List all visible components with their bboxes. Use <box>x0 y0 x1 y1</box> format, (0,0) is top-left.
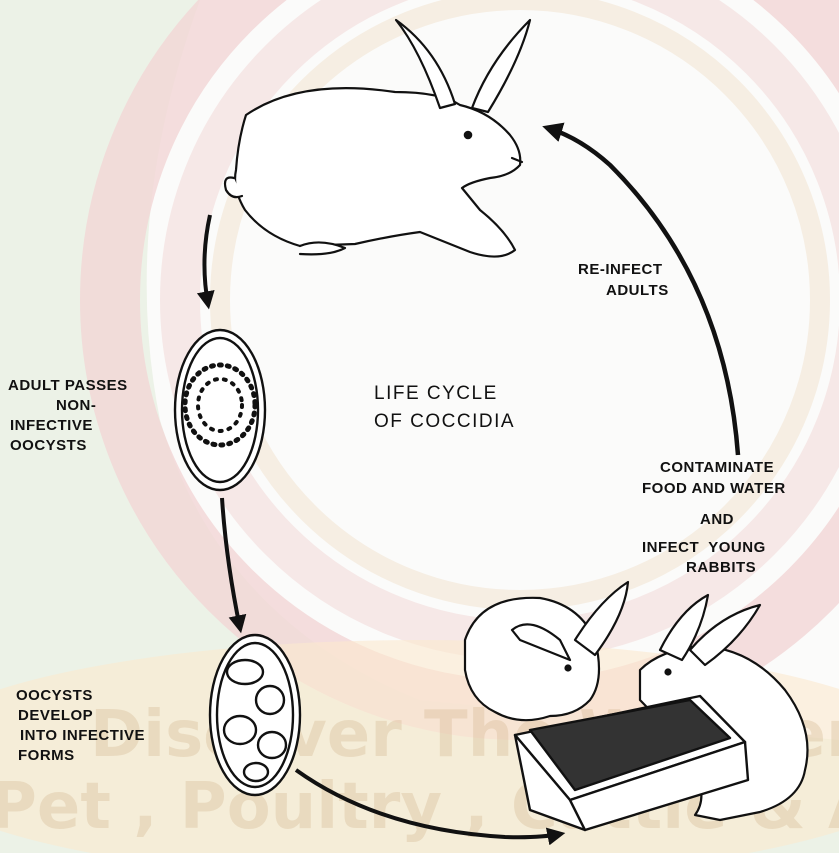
infective-oocyst-illustration <box>210 635 300 795</box>
non-infective-oocyst-illustration <box>175 330 265 490</box>
label-oocysts-develop-1: OOCYSTS <box>16 686 93 705</box>
label-infect-young-1: INFECT YOUNG <box>642 538 766 557</box>
label-contaminate-2: FOOD AND WATER <box>642 479 786 498</box>
label-adult-passes-3: INFECTIVE <box>10 416 93 435</box>
label-infect-young-2: RABBITS <box>686 558 756 577</box>
label-adult-passes-4: OOCYSTS <box>10 436 87 455</box>
arrow-rabbit-to-oocyst <box>204 215 210 304</box>
arrow-infective-to-young-rabbits <box>296 770 560 837</box>
label-and: AND <box>700 510 734 529</box>
label-oocysts-develop-3: INTO INFECTIVE <box>20 726 145 745</box>
diagram-title-line-1: LIFE CYCLE <box>374 380 498 407</box>
label-oocysts-develop-4: FORMS <box>18 746 75 765</box>
arrow-oocyst-to-infective <box>222 498 240 628</box>
label-adult-passes-2: NON- <box>56 396 96 415</box>
adult-rabbit-illustration <box>225 20 530 257</box>
label-reinfect-2: ADULTS <box>606 281 669 300</box>
label-adult-passes-1: ADULT PASSES <box>8 376 128 395</box>
label-contaminate-1: CONTAMINATE <box>660 458 774 477</box>
label-reinfect-1: RE-INFECT <box>578 260 663 279</box>
label-oocysts-develop-2: DEVELOP <box>18 706 93 725</box>
diagram-title-line-2: OF COCCIDIA <box>374 408 515 435</box>
